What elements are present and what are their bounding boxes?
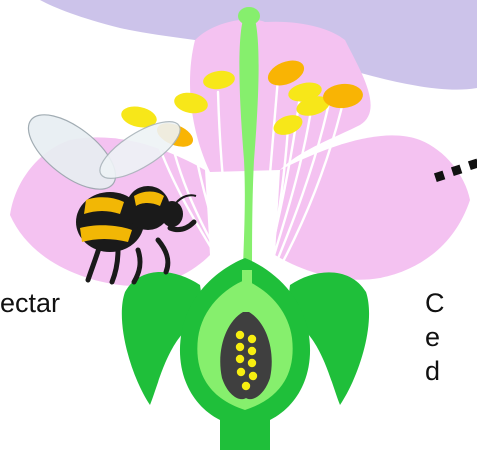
petal-right — [275, 135, 470, 279]
ovule — [237, 368, 245, 376]
ovule — [249, 372, 257, 380]
ovule — [248, 347, 256, 355]
label-right-line-1: C — [425, 286, 445, 320]
flower-base — [122, 258, 369, 450]
arrow-dot — [468, 159, 477, 170]
bee-head — [161, 201, 183, 227]
ovule — [236, 331, 244, 339]
label-nectar-fragment: ectar — [0, 286, 60, 320]
label-right-line-3: d — [425, 354, 440, 388]
ovule — [248, 359, 256, 367]
ovule — [236, 343, 244, 351]
ovule — [248, 335, 256, 343]
stigma — [238, 7, 260, 25]
label-right-line-2: e — [425, 320, 440, 354]
ovule — [242, 382, 250, 390]
ovule — [236, 355, 244, 363]
style-base — [242, 270, 252, 312]
